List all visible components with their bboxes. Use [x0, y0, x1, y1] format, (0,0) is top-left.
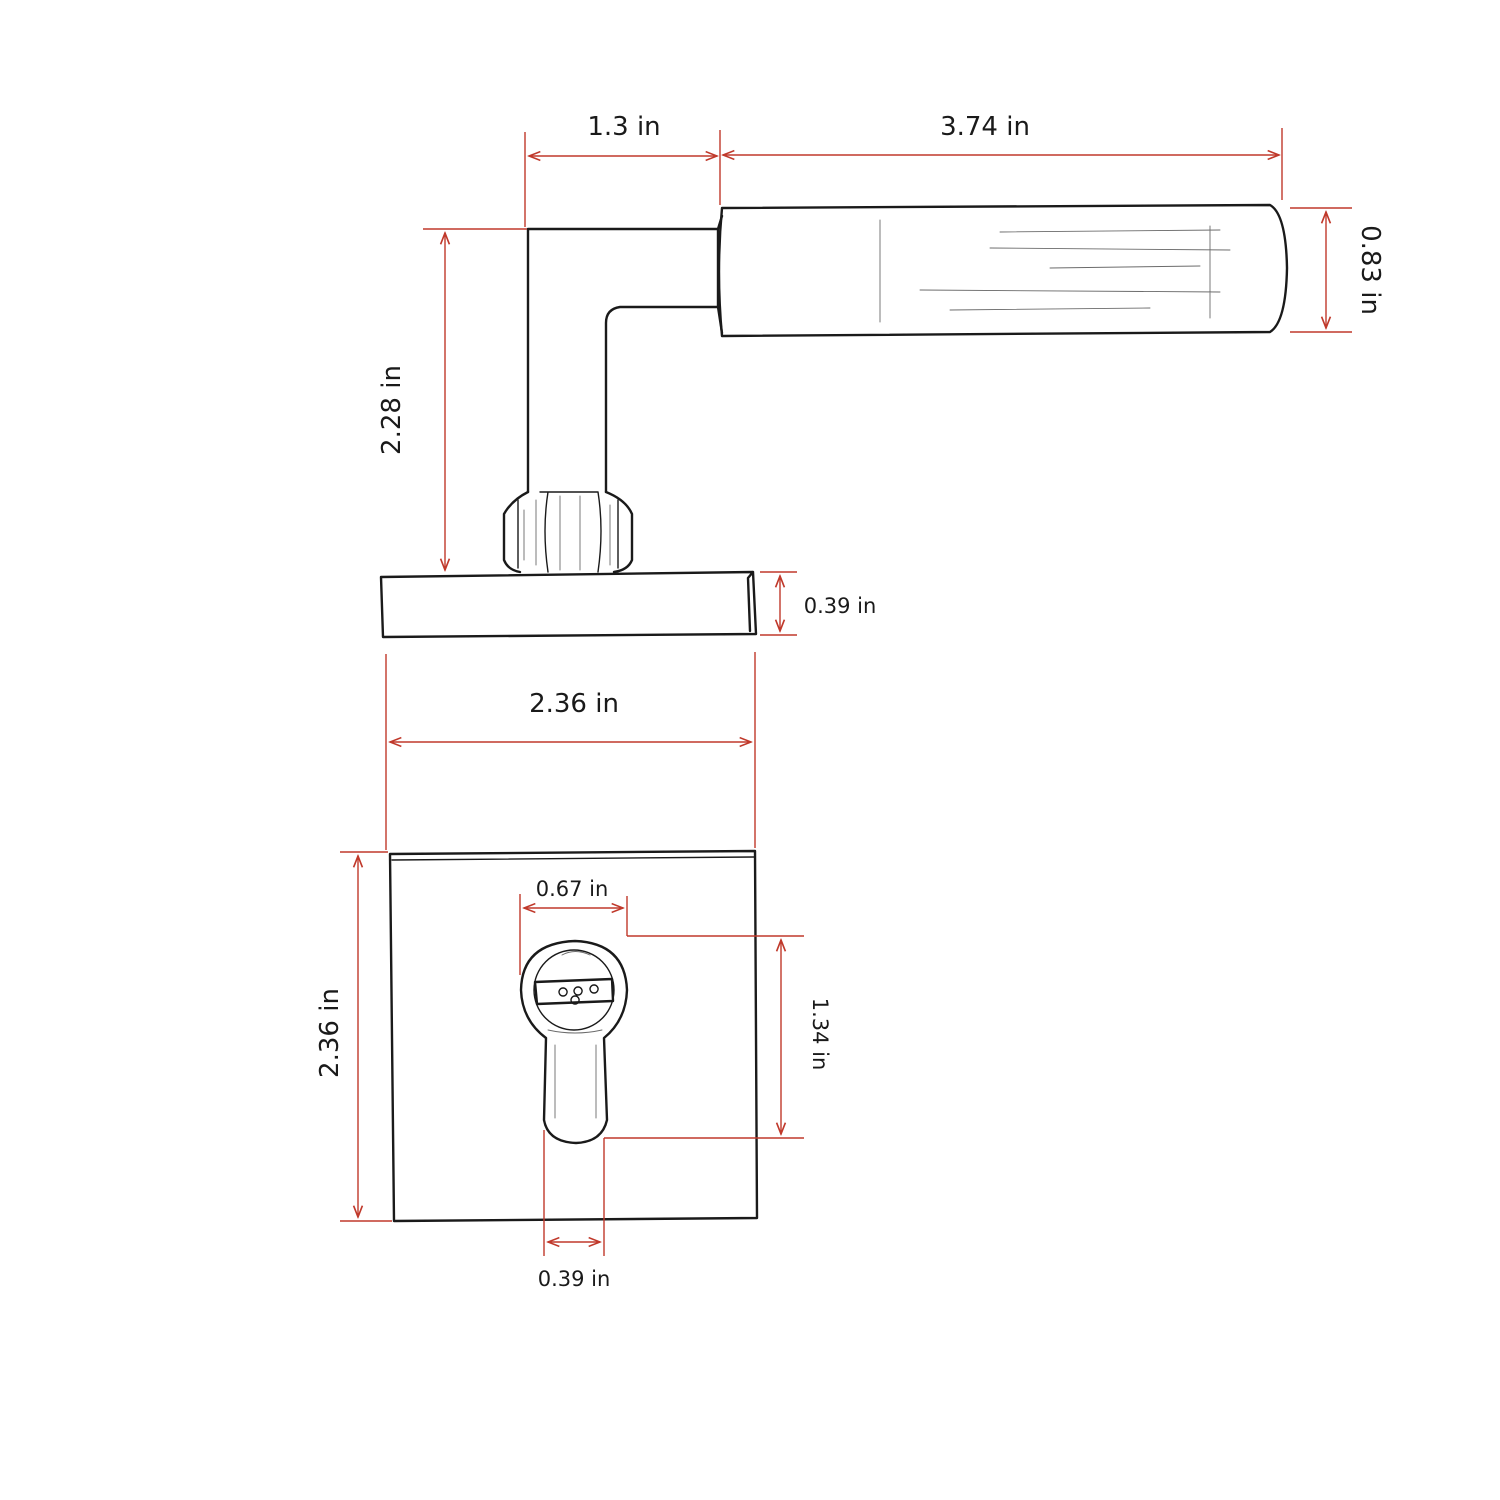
thumbturn-bar	[533, 977, 615, 1006]
lever-collar	[502, 490, 634, 574]
label-handle-length: 3.74 in	[940, 112, 1030, 142]
rose-base-side	[379, 570, 758, 639]
handle-sketch-lines	[879, 219, 1231, 323]
label-keyway-width: 0.39 in	[538, 1267, 611, 1291]
label-plate-height: 2.36 in	[315, 988, 345, 1078]
lever-neck-outline	[526, 227, 720, 494]
lever-handle-bar	[717, 203, 1289, 338]
lock-cylinder	[519, 939, 629, 1145]
collar-facets	[517, 491, 619, 573]
label-cylinder-width: 0.67 in	[536, 877, 609, 901]
keyway-sketch	[547, 951, 603, 1119]
plate-bevel-line	[391, 856, 755, 861]
thumbturn-holes	[558, 984, 599, 1005]
label-rose-width: 2.36 in	[529, 689, 619, 719]
label-cylinder-height: 1.34 in	[808, 998, 832, 1071]
dimension-lines	[340, 128, 1352, 1256]
cylinder-thumbturn-ring	[533, 949, 615, 1031]
label-neck-length: 1.3 in	[587, 112, 660, 142]
lever-handle-side-view	[502, 203, 1289, 574]
escutcheon-plate-front-view	[388, 849, 759, 1223]
collar-shading	[523, 495, 611, 571]
plate-outline	[388, 849, 759, 1223]
label-rose-thickness: 0.39 in	[804, 594, 877, 618]
label-handle-diameter: 0.83 in	[1355, 225, 1385, 315]
label-lever-height: 2.28 in	[377, 365, 407, 455]
